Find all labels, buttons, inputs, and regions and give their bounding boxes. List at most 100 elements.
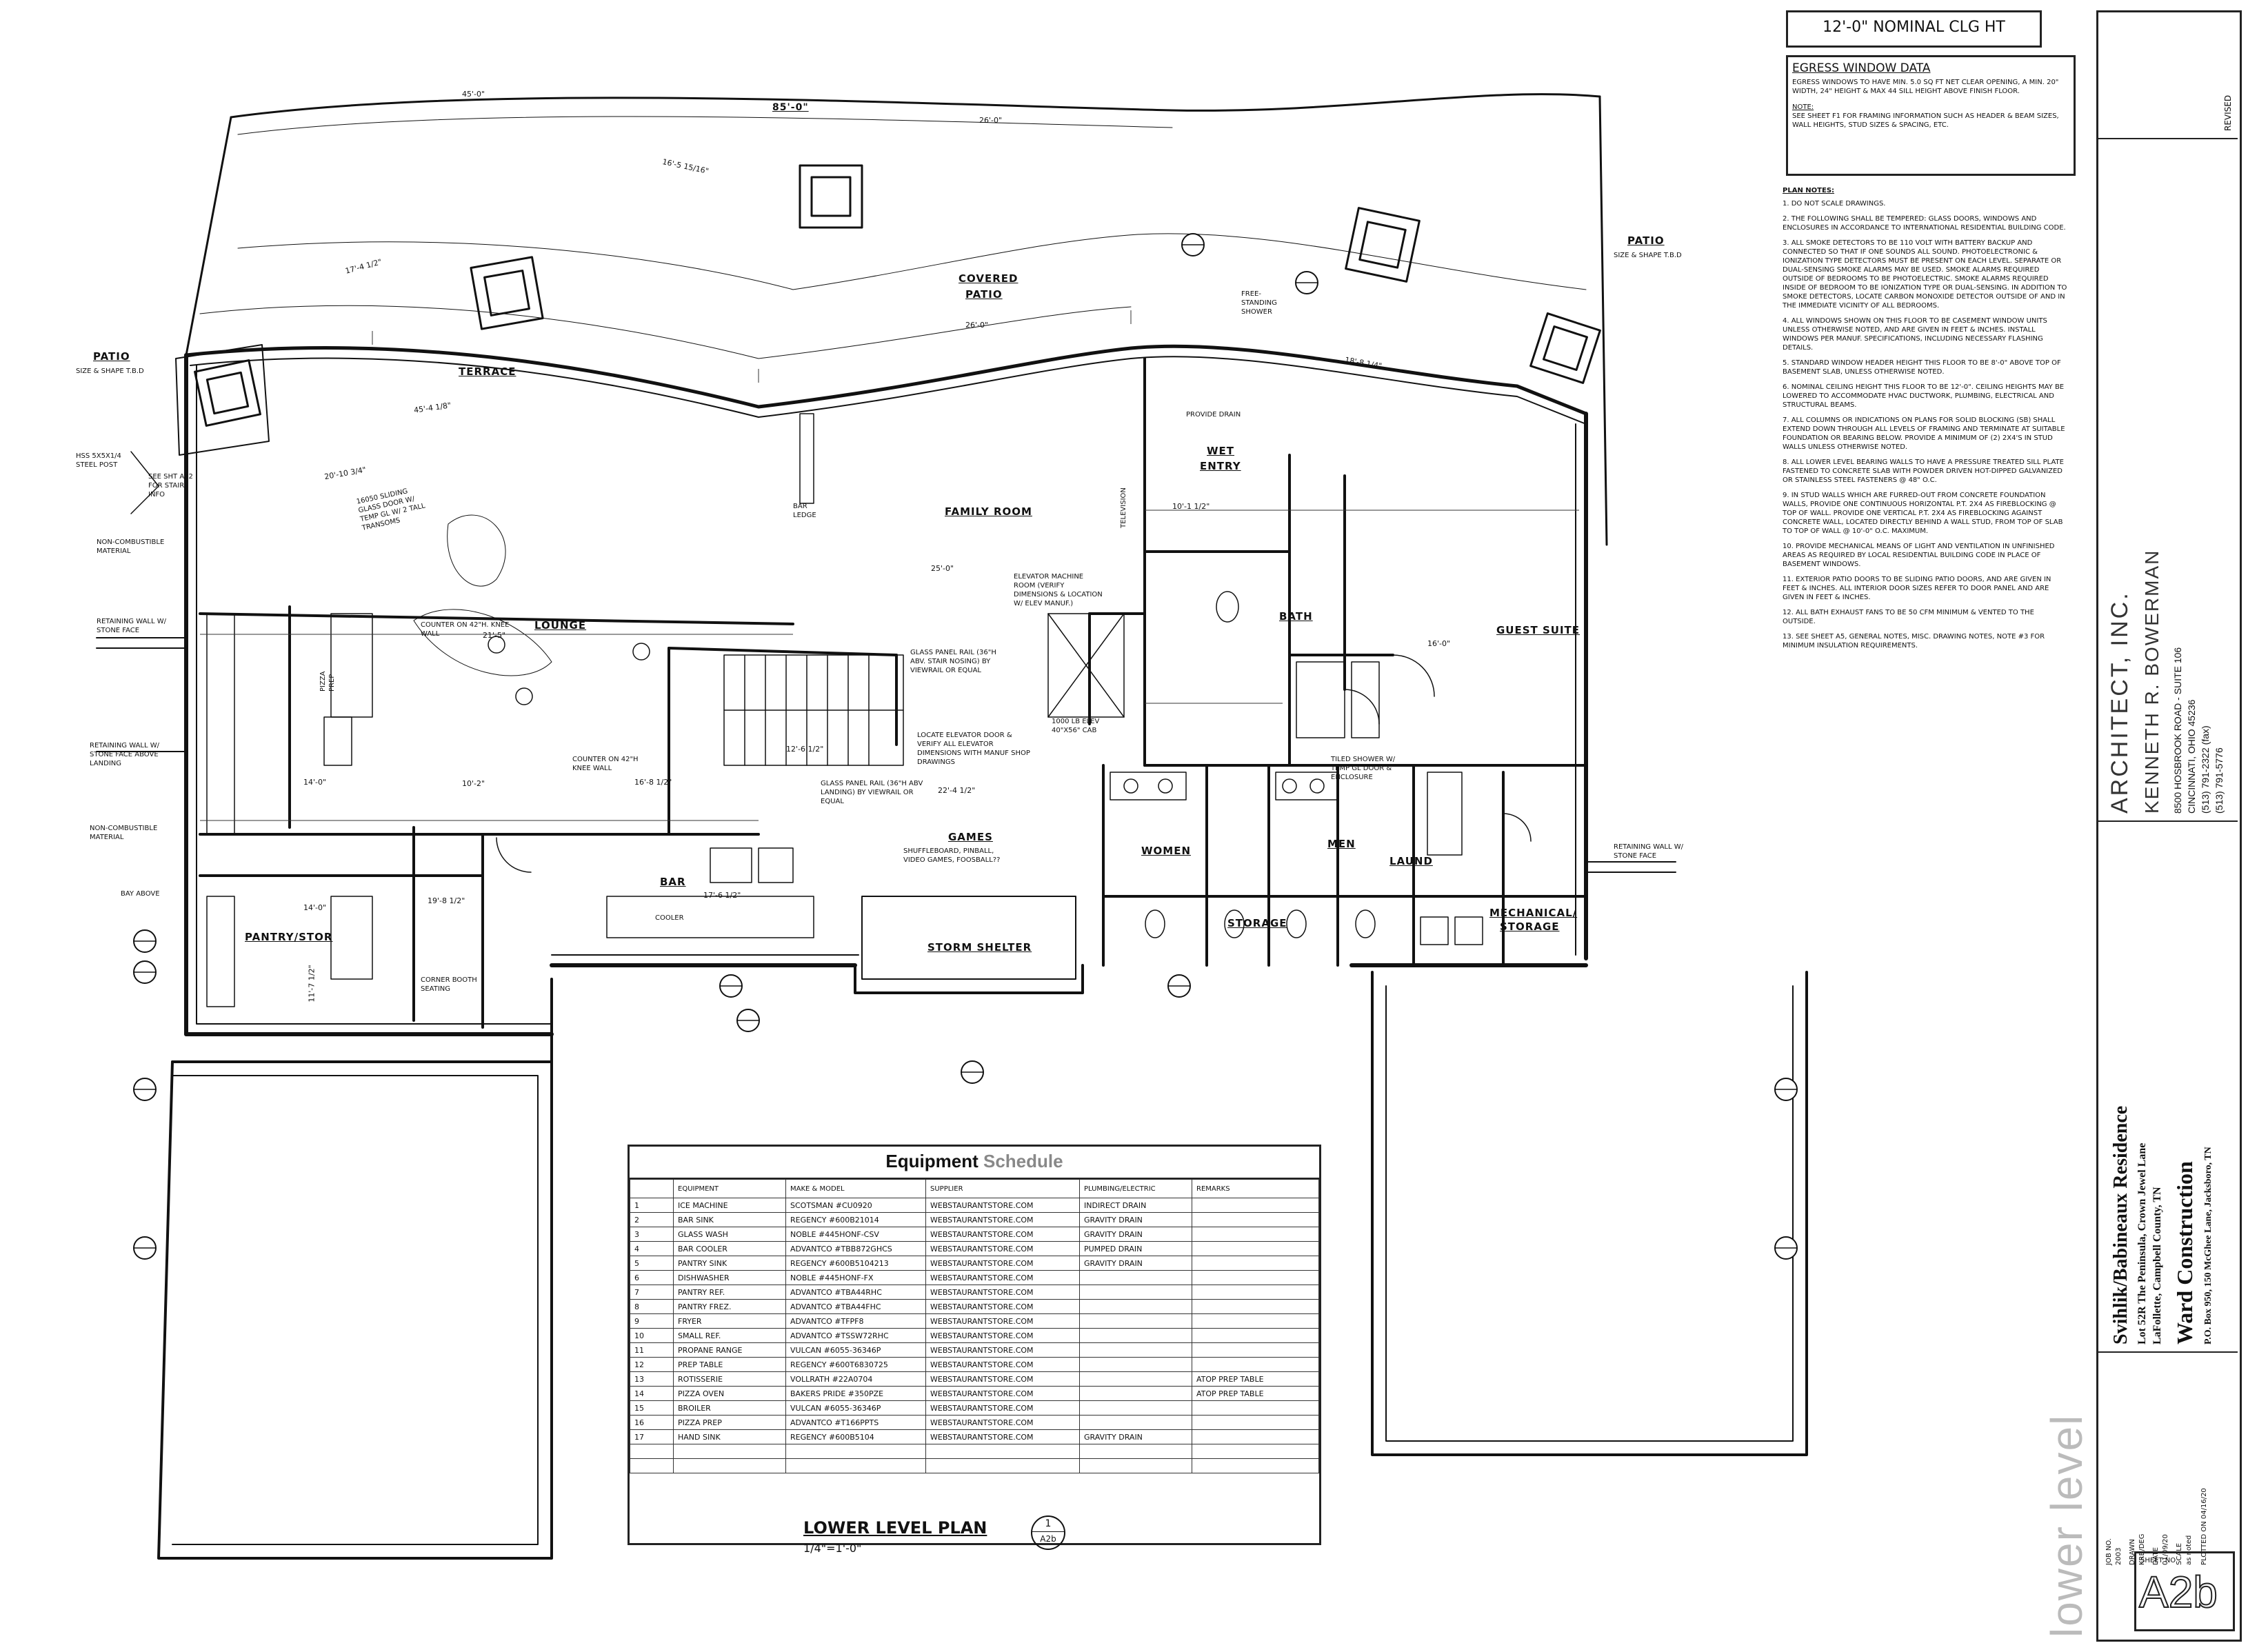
callout-corner-booth: CORNER BOOTH SEATING <box>421 976 477 993</box>
table-cell: VULCAN #6055-36346P <box>785 1400 926 1416</box>
room-covered-2: PATIO <box>965 288 1003 301</box>
table-cell <box>1192 1227 1319 1242</box>
table-row <box>630 1458 1319 1473</box>
table-cell: PUMPED DRAIN <box>1079 1241 1192 1256</box>
table-cell <box>1192 1198 1319 1213</box>
callout-glass-rail-b: GLASS PANEL RAIL (36"H ABV LANDING) BY V… <box>821 780 923 805</box>
table-cell: GRAVITY DRAIN <box>1079 1256 1192 1271</box>
table-cell: ADVANTCO #TBB872GHCS <box>785 1241 926 1256</box>
table-cell <box>1079 1342 1192 1358</box>
callout-hss-post: HSS 5x5x1/4 STEEL POST <box>76 452 121 469</box>
table-cell: 5 <box>630 1256 674 1271</box>
table-cell <box>1079 1444 1192 1459</box>
callout-noncomb: NON-COMBUSTIBLE MATERIAL <box>97 538 165 555</box>
table-cell: WEBSTAURANTSTORE.COM <box>925 1429 1080 1444</box>
table-cell: ATOP PREP TABLE <box>1192 1386 1319 1401</box>
eq-col-equipment: EQUIPMENT <box>673 1179 786 1198</box>
plan-title: LOWER LEVEL PLAN <box>803 1518 987 1538</box>
table-cell: ICE MACHINE <box>673 1198 786 1213</box>
room-lounge: LOUNGE <box>534 619 587 632</box>
egress-text: EGRESS WINDOWS TO HAVE MIN. 5.0 SQ FT NE… <box>1792 79 2059 95</box>
egress-box: EGRESS WINDOW DATA EGRESS WINDOWS TO HAV… <box>1786 55 2076 176</box>
eq-col-remarks: REMARKS <box>1192 1179 1319 1198</box>
room-wet-2: ENTRY <box>1200 460 1241 472</box>
table-cell <box>1192 1285 1319 1300</box>
plan-notes-list: 1. DO NOT SCALE DRAWINGS.2. THE FOLLOWIN… <box>1783 199 2069 650</box>
equipment-header-row: EQUIPMENT MAKE & MODEL SUPPLIER PLUMBING… <box>630 1179 1319 1198</box>
tb-project-title: Svihlik/Babineaux Residence <box>2110 1105 2131 1344</box>
table-cell: 15 <box>630 1400 674 1416</box>
table-cell: BAR COOLER <box>673 1241 786 1256</box>
dim-d18: 14'-0" <box>303 903 327 912</box>
table-cell: 2 <box>630 1212 674 1227</box>
table-cell: WEBSTAURANTSTORE.COM <box>925 1357 1080 1372</box>
plan-bubble-num: 1 <box>1032 1517 1064 1532</box>
table-cell: ADVANTCO #TFPF8 <box>785 1313 926 1329</box>
dim-d6: 25'-0" <box>931 564 954 573</box>
table-cell <box>1192 1328 1319 1343</box>
table-cell: 6 <box>630 1270 674 1285</box>
callout-noncomb-b: NON-COMBUSTIBLE MATERIAL <box>90 825 158 841</box>
callout-retaining-l: RETAINING WALL W/ STONE FACE <box>97 618 166 634</box>
table-cell: 12 <box>630 1357 674 1372</box>
room-bar: BAR <box>660 876 686 888</box>
table-cell: WEBSTAURANTSTORE.COM <box>925 1212 1080 1227</box>
tb-architect-name: KENNETH R. BOWERMAN <box>2141 549 2162 814</box>
plan-note-item: 6. NOMINAL CEILING HEIGHT THIS FLOOR TO … <box>1783 383 2065 409</box>
table-cell: REGENCY #600T6830725 <box>785 1357 926 1372</box>
dim-d5: 26'-0" <box>965 321 989 330</box>
room-patio-left-sub: SIZE & SHAPE T.B.D <box>76 367 144 375</box>
room-women: WOMEN <box>1141 845 1192 857</box>
table-cell <box>925 1444 1080 1459</box>
table-cell <box>1079 1371 1192 1387</box>
plan-notes: PLAN NOTES: 1. DO NOT SCALE DRAWINGS.2. … <box>1783 186 2069 656</box>
table-cell <box>673 1444 786 1459</box>
plan-note-item: 10. PROVIDE MECHANICAL MEANS OF LIGHT AN… <box>1783 543 2055 568</box>
table-cell: WEBSTAURANTSTORE.COM <box>925 1371 1080 1387</box>
room-mech-1: MECHANICAL/ <box>1489 907 1578 919</box>
table-cell <box>925 1458 1080 1473</box>
tb-revised: REVISED <box>2223 94 2233 131</box>
table-cell <box>1079 1458 1192 1473</box>
table-cell <box>630 1458 674 1473</box>
room-pantry: PANTRY/STOR <box>245 931 333 943</box>
plan-scale: 1/4"=1'-0" <box>803 1542 862 1555</box>
tb-divider-2 <box>2096 820 2238 822</box>
room-covered-1: COVERED <box>959 272 1018 285</box>
plan-note-item: 8. ALL LOWER LEVEL BEARING WALLS TO HAVE… <box>1783 459 2064 484</box>
tb-sheet-box: SHEET NO A2b <box>2134 1551 2235 1631</box>
table-cell <box>1192 1429 1319 1444</box>
equipment-schedule: Equipment Schedule EQUIPMENT MAKE & MODE… <box>628 1145 1321 1545</box>
callout-elevator-machine: ELEVATOR MACHINE ROOM (VERIFY DIMENSIONS… <box>1014 573 1103 607</box>
callout-bar-ledge: BAR LEDGE <box>793 503 816 519</box>
table-cell: PANTRY SINK <box>673 1256 786 1271</box>
table-cell: GLASS WASH <box>673 1227 786 1242</box>
plan-note-item: 2. THE FOLLOWING SHALL BE TEMPERED: GLAS… <box>1783 215 2066 232</box>
table-cell: PREP TABLE <box>673 1357 786 1372</box>
table-cell <box>1192 1415 1319 1430</box>
callout-elev-cab: 1000 LB ELEV 40"x56" CAB <box>1052 718 1100 734</box>
tb-architect-firm: ARCHITECT, INC. <box>2107 591 2133 814</box>
dim-d12: 12'-6 1/2" <box>786 745 824 754</box>
table-cell: BAKERS PRIDE #350PZE <box>785 1386 926 1401</box>
callout-cooler: COOLER <box>655 914 684 922</box>
table-cell <box>1079 1313 1192 1329</box>
table-row <box>630 1444 1319 1459</box>
room-wet-1: WET <box>1207 445 1235 457</box>
tb-sheet-no: A2b <box>2138 1567 2218 1617</box>
tb-job-no: 2003 <box>2115 1547 2122 1565</box>
callout-counter: COUNTER ON 42"H. KNEE WALL <box>421 621 510 638</box>
callout-tiled-shower: TILED SHOWER W/ TEMP GL DOOR & ENCLOSURE <box>1331 756 1396 781</box>
table-cell: PIZZA OVEN <box>673 1386 786 1401</box>
dim-top-left: 45'-0" <box>462 90 485 99</box>
plan-notes-title: PLAN NOTES: <box>1783 187 1835 194</box>
